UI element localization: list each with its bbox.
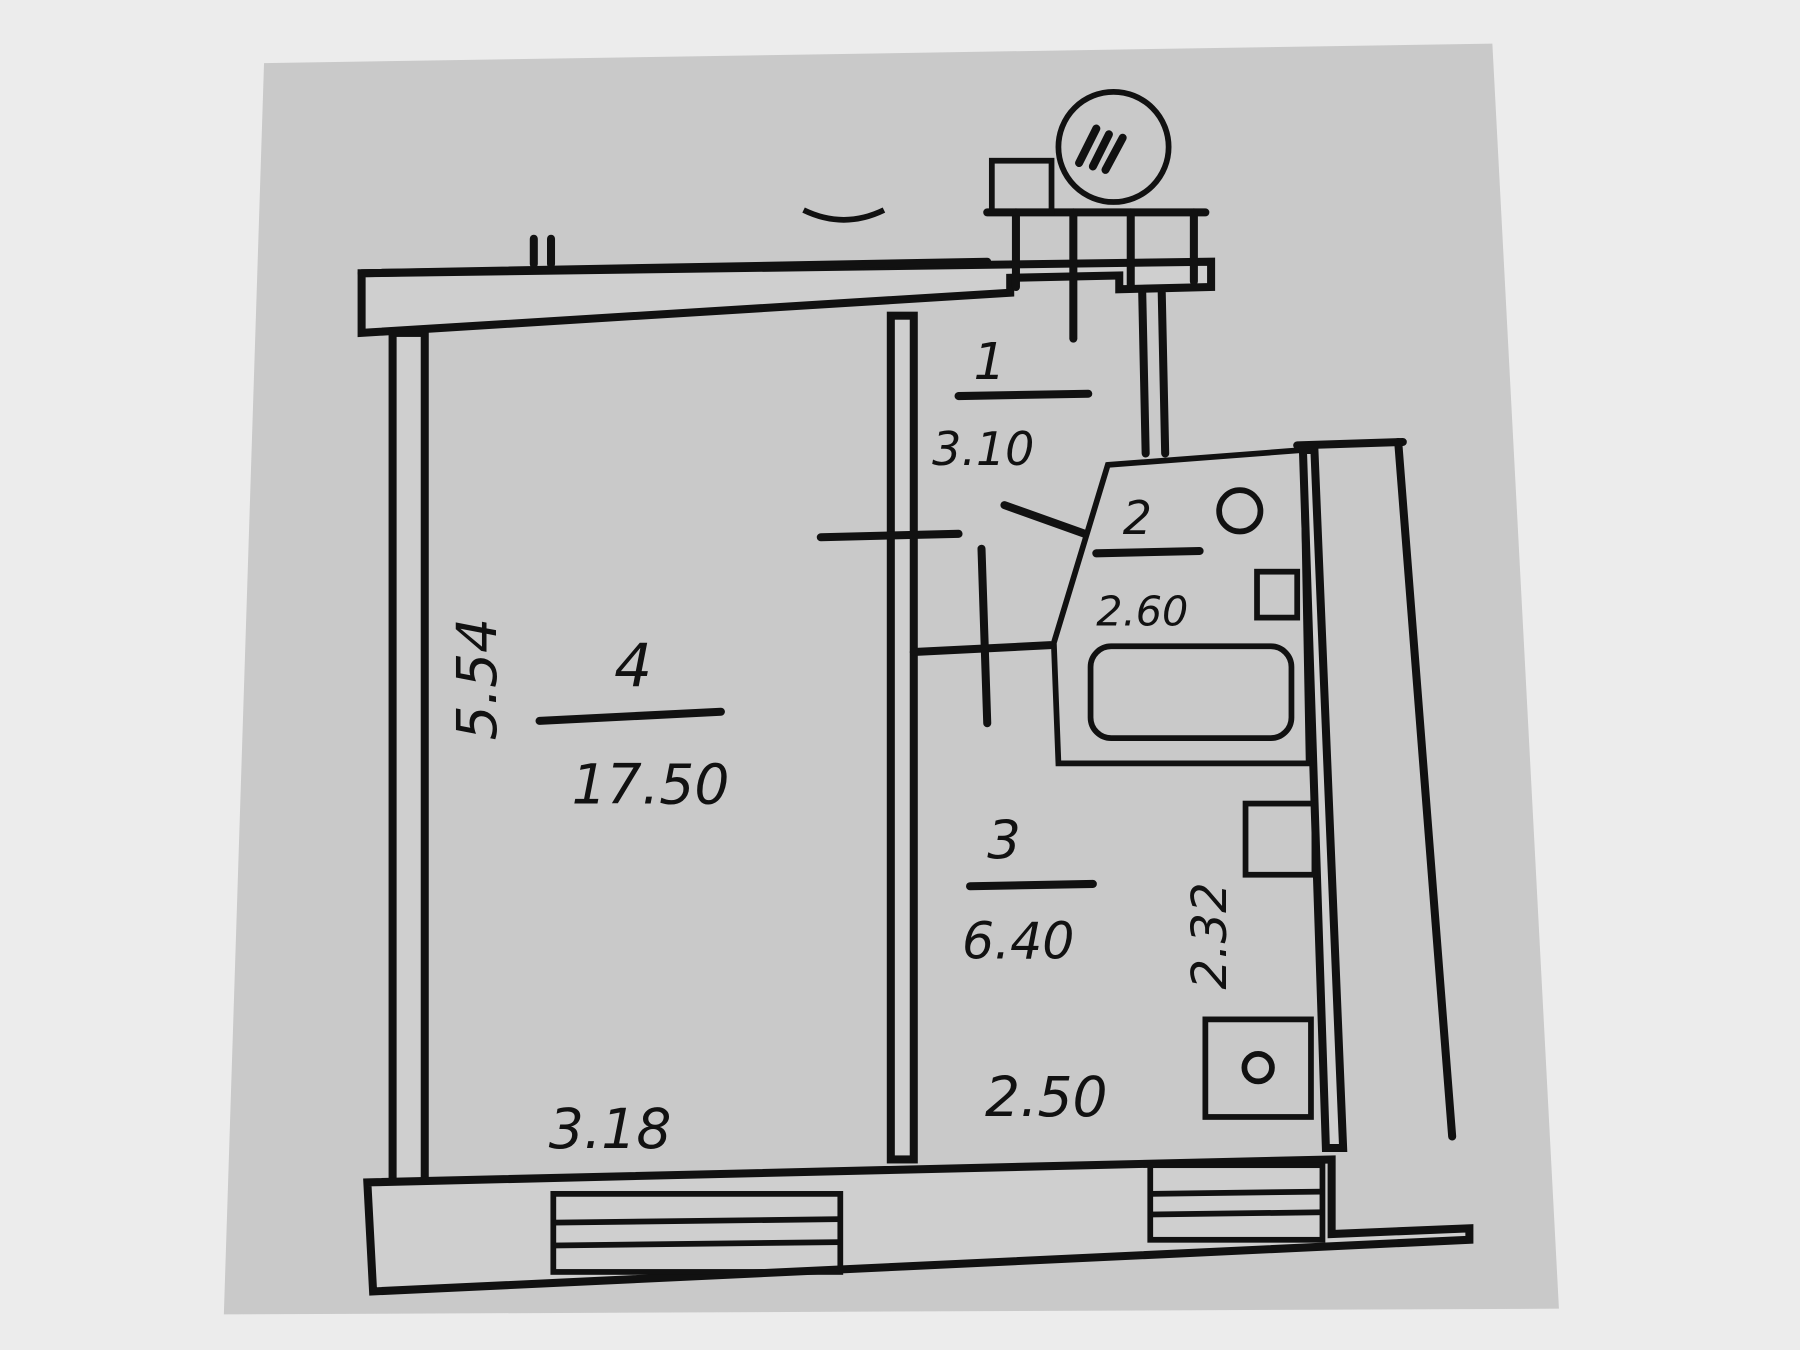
sink-icon (1254, 568, 1301, 621)
right-outer-wall (1394, 437, 1457, 1141)
stove-icon (1202, 1016, 1314, 1120)
stove-burner (1241, 1050, 1275, 1085)
room-1-number: 1 (973, 332, 1005, 391)
room-4-width-dimension: 3.18 (549, 1097, 672, 1161)
room-4-fraction-bar (535, 707, 725, 725)
door-mark (816, 529, 963, 542)
kitchen-width-dimension: 2.50 (985, 1065, 1108, 1129)
door-arc (802, 207, 886, 223)
hatch (1088, 130, 1113, 171)
room-4-height-dimension: 5.54 (445, 618, 509, 741)
meter-box (988, 157, 1055, 216)
hatch (1075, 124, 1101, 168)
room-3-area: 6.40 (962, 912, 1074, 971)
bathtub-icon (1087, 643, 1295, 742)
room-3-number: 3 (987, 811, 1021, 872)
cabinet-icon (1242, 800, 1318, 878)
toilet-icon (1216, 487, 1264, 535)
right-outer-wall (1293, 437, 1407, 450)
corridor-wall (1157, 288, 1170, 458)
room-2-area: 2.60 (1096, 588, 1188, 636)
window (550, 1191, 844, 1275)
window (1147, 1162, 1326, 1243)
partition-wall (886, 311, 918, 1164)
room-1-fraction-bar (954, 389, 1093, 401)
top-wall (357, 257, 1216, 338)
window-pane (1150, 1188, 1323, 1197)
bathroom-divider (1092, 547, 1204, 558)
bathroom-wall (1050, 446, 1312, 767)
top-wall-outer (357, 257, 992, 278)
room-1-area: 3.10 (932, 422, 1034, 476)
hatch (1101, 133, 1127, 174)
stairwell-circle-icon (1055, 88, 1172, 205)
room-4-number: 4 (614, 632, 652, 701)
corridor-wall (1138, 288, 1150, 458)
kitchen-length-dimension: 2.32 (1182, 882, 1238, 989)
door-mark (977, 544, 992, 728)
room-2-number: 2 (1123, 491, 1152, 545)
window-pane (1150, 1209, 1323, 1218)
window-pane (553, 1239, 841, 1249)
left-wall (388, 328, 429, 1193)
window-pane (553, 1216, 841, 1226)
room-4-area: 17.50 (572, 753, 730, 817)
room-3-fraction-bar (966, 879, 1097, 891)
pointer-line (1000, 501, 1089, 538)
kitchen-right-wall (1298, 445, 1348, 1152)
